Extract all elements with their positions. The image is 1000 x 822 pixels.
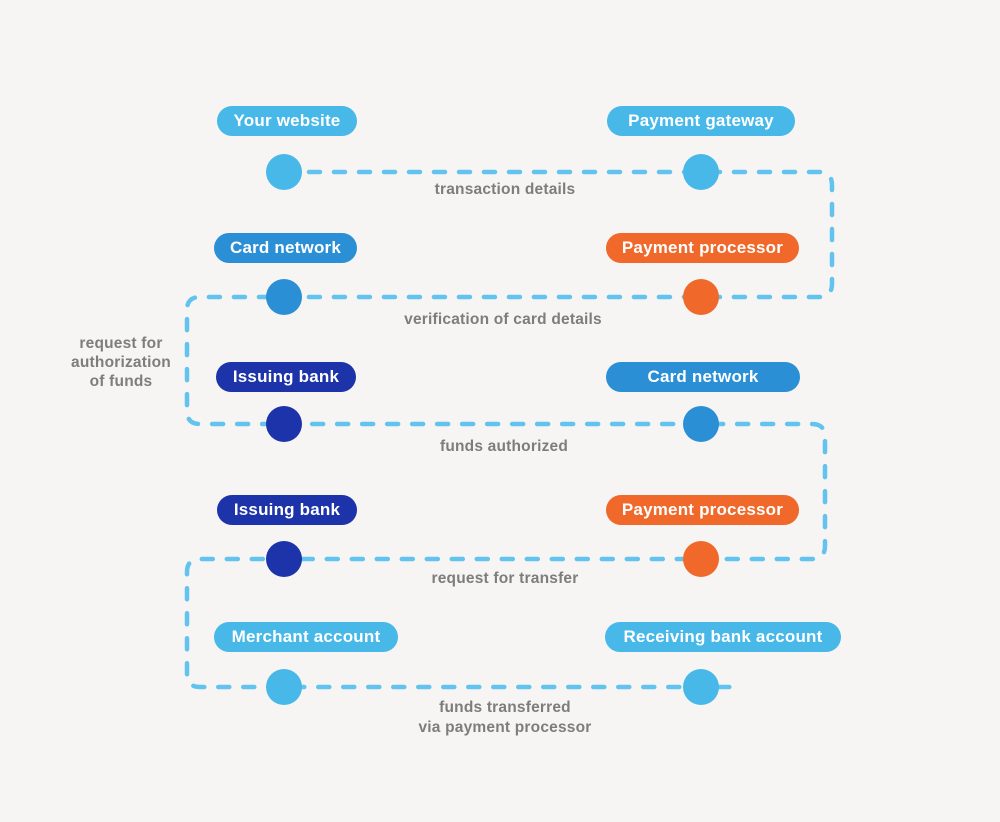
edge-label-funds-transferred: funds transferred via payment processor — [355, 698, 655, 738]
edge-label-request-authorization-line1: request for — [79, 335, 163, 352]
edge-label-request-authorization: request for authorization of funds — [46, 334, 196, 391]
dot-receiving-bank-account — [683, 669, 719, 705]
edge-label-request-authorization-line3: of funds — [89, 373, 153, 390]
edge-label-request-authorization-line2: authorization — [71, 354, 171, 371]
node-receiving-bank-account: Receiving bank account — [605, 622, 841, 652]
node-issuing-bank-left: Issuing bank — [216, 362, 356, 392]
node-card-network-right: Card network — [606, 362, 800, 392]
node-payment-processor-right: Payment processor — [606, 233, 799, 263]
edge-label-funds-transferred-line1: funds transferred — [439, 699, 571, 716]
dot-payment-processor-right — [683, 279, 719, 315]
dot-payment-processor-right-2 — [683, 541, 719, 577]
dot-payment-gateway — [683, 154, 719, 190]
edge-label-transaction-details: transaction details — [434, 181, 576, 198]
dot-issuing-bank-left-2 — [266, 541, 302, 577]
dot-card-network-right — [683, 406, 719, 442]
node-issuing-bank-left-2: Issuing bank — [217, 495, 357, 525]
node-your-website: Your website — [217, 106, 357, 136]
dashed-flow-path — [184, 169, 835, 690]
edge-label-verification: verification of card details — [404, 311, 602, 328]
node-card-network-left: Card network — [214, 233, 357, 263]
node-payment-processor-right-2: Payment processor — [606, 495, 799, 525]
dot-card-network-left — [266, 279, 302, 315]
node-payment-gateway: Payment gateway — [607, 106, 795, 136]
node-merchant-account: Merchant account — [214, 622, 398, 652]
dot-merchant-account — [266, 669, 302, 705]
dot-issuing-bank-left — [266, 406, 302, 442]
edge-label-funds-transferred-line2: via payment processor — [418, 719, 592, 736]
dot-your-website — [266, 154, 302, 190]
edge-label-request-transfer: request for transfer — [431, 570, 579, 587]
edge-label-funds-authorized: funds authorized — [439, 438, 569, 455]
